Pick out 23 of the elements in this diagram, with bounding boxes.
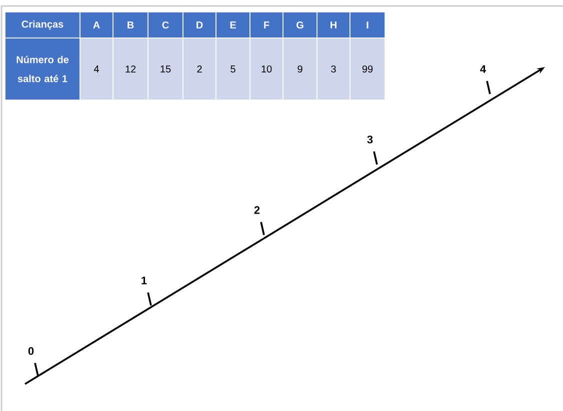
- tick-label: 2: [254, 206, 260, 214]
- table-cell: 2: [182, 38, 216, 100]
- tick-label: 4: [480, 65, 486, 73]
- tick-label: 1: [142, 276, 147, 284]
- table-cell: 10: [250, 38, 284, 100]
- header-cell: D: [182, 12, 216, 38]
- header-cell: B: [112, 12, 148, 38]
- header-cell: G: [282, 12, 318, 38]
- header-cell: E: [216, 12, 250, 38]
- table-cell: 12: [112, 38, 148, 100]
- header-cell: F: [250, 12, 284, 38]
- tick-label: 3: [367, 136, 373, 144]
- header-cell: A: [80, 12, 114, 38]
- header-cell: H: [316, 12, 350, 38]
- table-cell: 3: [316, 38, 350, 100]
- header-cell: C: [148, 12, 184, 38]
- tick-label: 0: [28, 347, 34, 355]
- table-cell: 4: [80, 38, 114, 100]
- table-cell: 5: [216, 38, 250, 100]
- table-cell: 9: [282, 38, 318, 100]
- table-cell: 99: [350, 38, 386, 100]
- header-cell: I: [350, 12, 386, 38]
- table-cell: 15: [148, 38, 184, 100]
